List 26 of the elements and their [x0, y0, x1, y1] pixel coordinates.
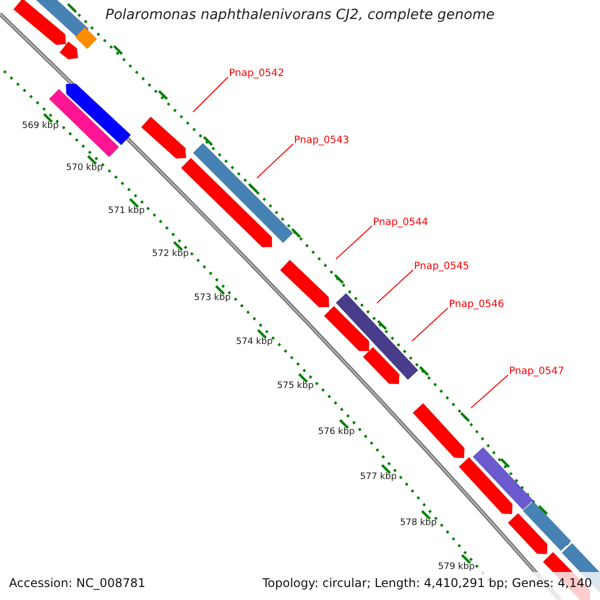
leader-line	[470, 374, 508, 408]
tick-label: 570 kbp	[66, 164, 103, 173]
tick-label: 574 kbp	[236, 338, 273, 347]
gene-label: Pnap_0542	[229, 69, 284, 79]
genome-info-text: Topology: circular; Length: 4,410,291 bp; Genes: 4,140	[262, 577, 592, 589]
leader-line	[336, 226, 372, 260]
leader-line	[376, 270, 414, 304]
title: Polaromonas naphthalenivorans CJ2, complete genome	[104, 6, 496, 25]
gene-label: Pnap_0543	[294, 136, 350, 146]
tick-label: 576 kbp	[318, 428, 355, 437]
tick-label: 575 kbp	[277, 382, 314, 391]
accession-text: Accession: NC_008781	[9, 577, 146, 589]
leader-line	[192, 76, 228, 112]
tick-label: 572 kbp	[152, 250, 189, 259]
tick-label: 578 kbp	[400, 519, 437, 528]
leader-line	[256, 144, 294, 178]
tick-label: 571 kbp	[108, 207, 145, 216]
tick-label: 569 kbp	[22, 122, 59, 131]
tick-label: 577 kbp	[360, 473, 397, 482]
leader-line	[412, 308, 448, 342]
gene-label: Pnap_0546	[449, 300, 504, 310]
gene-label: Pnap_0545	[414, 262, 470, 272]
tick-label: 573 kbp	[194, 294, 231, 303]
gene-label: Pnap_0547	[509, 367, 564, 377]
gene-label: Pnap_0544	[373, 218, 428, 228]
tick-label: 579 kbp	[438, 563, 475, 572]
